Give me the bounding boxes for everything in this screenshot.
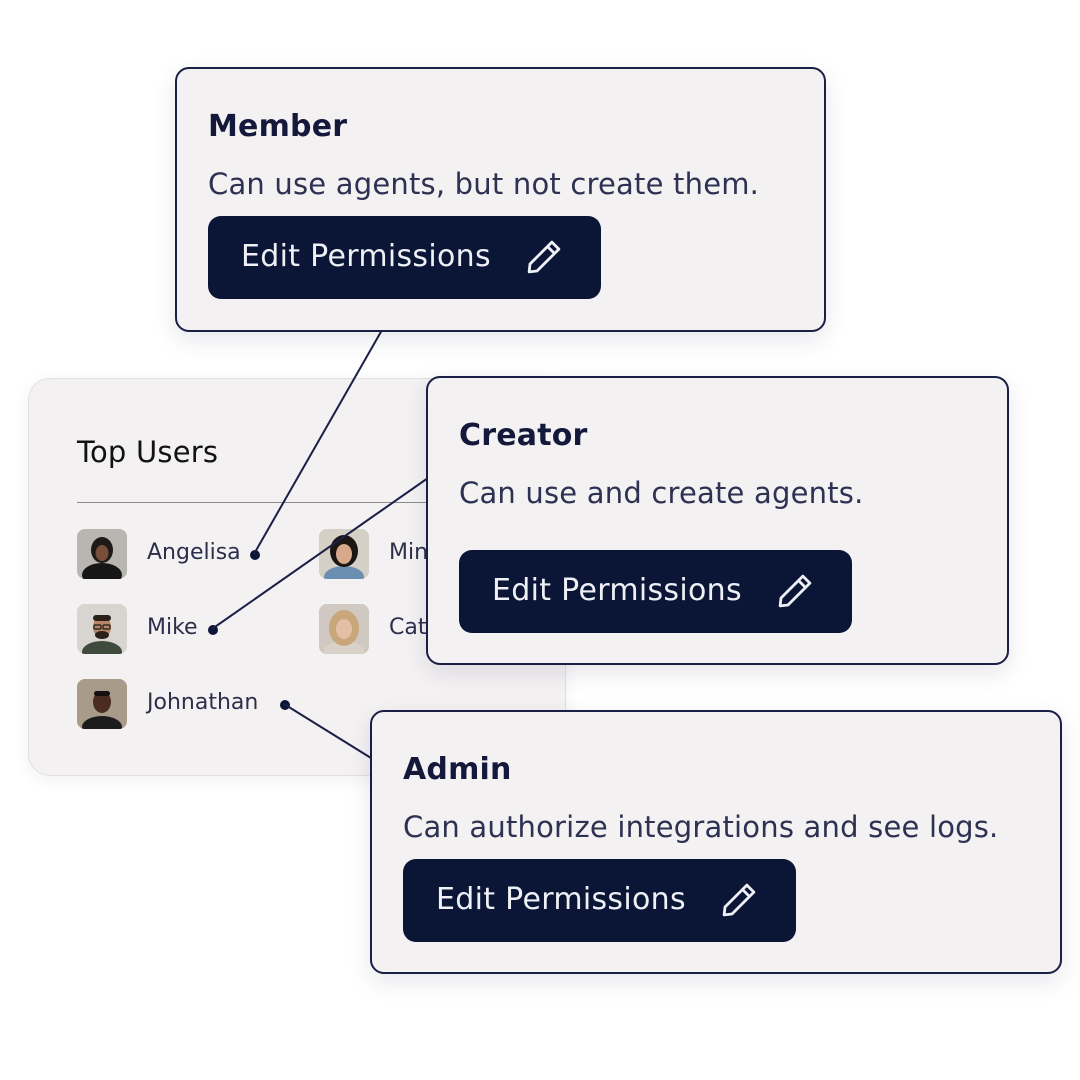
button-label: Edit Permissions — [492, 573, 742, 608]
button-label: Edit Permissions — [436, 882, 686, 917]
connector-dot-mike — [208, 625, 218, 635]
edit-permissions-button[interactable]: Edit Permissions — [208, 216, 601, 299]
role-card-creator: Creator Can use and create agents. Edit … — [426, 376, 1009, 665]
avatar — [77, 529, 127, 579]
avatar — [77, 604, 127, 654]
user-name: Johnathan — [147, 690, 259, 715]
connector-dot-angelisa — [250, 550, 260, 560]
pencil-icon — [778, 574, 812, 608]
avatar — [319, 604, 369, 654]
pencil-icon — [722, 883, 756, 917]
edit-permissions-button[interactable]: Edit Permissions — [459, 550, 852, 633]
pencil-icon — [527, 240, 561, 274]
user-name: Mike — [147, 615, 198, 640]
role-title: Member — [208, 109, 348, 144]
user-name: Min — [389, 540, 429, 565]
role-description: Can authorize integrations and see logs. — [403, 810, 999, 844]
top-users-title: Top Users — [77, 435, 219, 469]
role-card-member: Member Can use agents, but not create th… — [175, 67, 826, 332]
button-label: Edit Permissions — [241, 239, 491, 274]
connector-dot-johnathan — [280, 700, 290, 710]
user-name: Angelisa — [147, 540, 241, 565]
avatar — [319, 529, 369, 579]
role-card-admin: Admin Can authorize integrations and see… — [370, 710, 1062, 974]
role-description: Can use and create agents. — [459, 476, 864, 510]
avatar — [77, 679, 127, 729]
role-title: Admin — [403, 752, 512, 787]
user-name: Cat — [389, 615, 427, 640]
role-description: Can use agents, but not create them. — [208, 167, 760, 201]
role-title: Creator — [459, 418, 588, 453]
edit-permissions-button[interactable]: Edit Permissions — [403, 859, 796, 942]
